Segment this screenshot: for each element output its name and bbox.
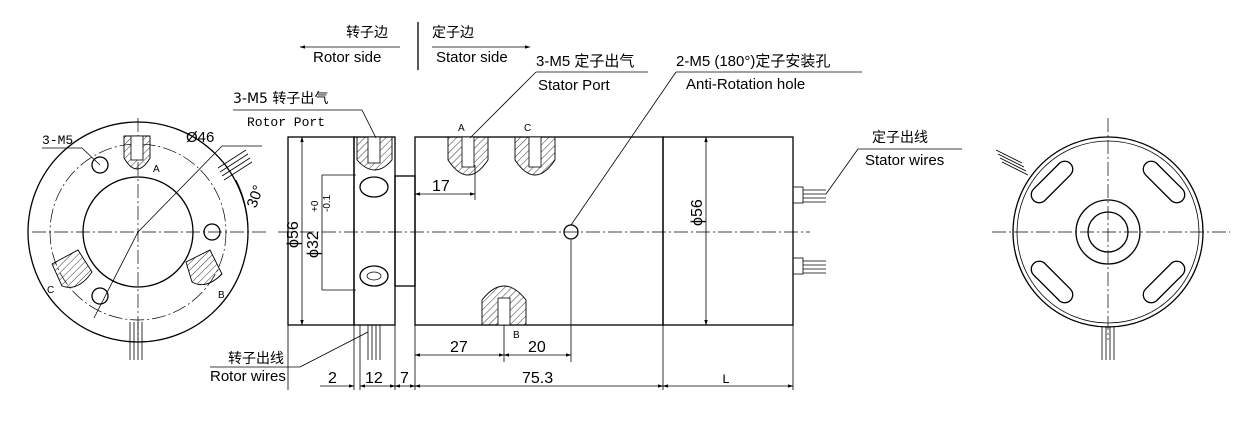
stator-port-en: Stator Port xyxy=(538,77,611,94)
rotor-side-cn: 转子边 xyxy=(346,25,388,41)
rear-view-outer xyxy=(1012,136,1204,328)
mount-hole-1 xyxy=(91,156,109,174)
rotor-side-en: Rotor side xyxy=(313,49,381,66)
stator-wires-side xyxy=(792,186,826,275)
stator-port-b-label: B xyxy=(513,330,520,341)
rotor-port-en: Rotor Port xyxy=(247,115,325,130)
rotor-wires-side xyxy=(367,325,381,360)
dim-75-3: 75.3 xyxy=(522,370,553,387)
angle-label: 30° xyxy=(244,183,268,210)
front-port-c xyxy=(51,249,93,288)
rotor-oval-hole xyxy=(359,265,389,287)
side-view: A C B ϕ56 ϕ32 xyxy=(210,53,962,390)
stator-wires-leader xyxy=(825,148,859,195)
mount-hole-3 xyxy=(91,287,109,305)
rotor-wire-bundle xyxy=(359,176,389,198)
rotor-wires-leader xyxy=(299,331,369,368)
rear-view-bore-outer xyxy=(1075,199,1141,265)
dim-dia56-left: ϕ56 xyxy=(285,221,302,248)
dim-dia32: ϕ32 xyxy=(305,231,322,258)
dim-7: 7 xyxy=(400,370,409,387)
dia46-label: Ø46 xyxy=(186,129,214,146)
dim-tol-upper: +0 xyxy=(310,200,321,212)
front-m5-label: 3-M5 xyxy=(42,133,73,148)
dim-dia56-right: ϕ56 xyxy=(689,199,706,226)
front-view-wires-right xyxy=(217,149,253,181)
front-port-b xyxy=(185,249,223,286)
rotor-port-cn: 3-M5 转子出气 xyxy=(233,91,328,107)
stator-wires-en: Stator wires xyxy=(865,152,944,169)
dim-20: 20 xyxy=(528,339,546,356)
cover-l xyxy=(662,136,794,326)
mount-hole-2 xyxy=(203,223,221,241)
rotor-wires-cn: 转子出线 xyxy=(228,351,284,367)
stator-port-leader xyxy=(469,71,537,139)
stator-port-a-label: A xyxy=(458,123,465,134)
rear-view-wires-top xyxy=(995,149,1029,176)
rear-view-bore-inner xyxy=(1087,211,1129,253)
rear-view-slots xyxy=(1030,160,1186,304)
stator-port-cn: 3-M5 定子出气 xyxy=(536,53,634,70)
dim-tol-lower: -0.1 xyxy=(322,194,333,212)
anti-rotation-en: Anti-Rotation hole xyxy=(686,76,805,93)
front-view-wires-bottom xyxy=(129,322,143,360)
rotor-port-leader xyxy=(361,109,377,139)
stator-port-c-label: C xyxy=(524,123,531,134)
rotor-wires-en: Rotor wires xyxy=(210,368,286,385)
stator-wires-cn: 定子出线 xyxy=(872,130,928,146)
front-view-bore xyxy=(82,176,194,288)
rear-view-wires-bottom xyxy=(1101,326,1115,360)
dim-l: L xyxy=(722,372,730,387)
dia46-leader xyxy=(137,145,223,233)
front-port-b-label: B xyxy=(218,290,225,301)
rotor-stator-gap xyxy=(394,175,416,287)
anti-rotation-leader xyxy=(570,71,677,226)
anti-rotation-cn: 2-M5 (180°)定子安装孔 xyxy=(676,53,830,70)
dim-17: 17 xyxy=(432,178,450,195)
angle-arc xyxy=(235,179,249,233)
front-port-a-label: A xyxy=(153,164,160,175)
front-view: A B C Ø46 3-M5 30° xyxy=(27,118,268,360)
dim-27: 27 xyxy=(450,339,468,356)
dim-2: 2 xyxy=(328,370,337,387)
stator-side-cn: 定子边 xyxy=(432,25,474,41)
side-indicator: 转子边 Rotor side 定子边 Stator side xyxy=(299,22,531,70)
rear-view xyxy=(992,118,1230,360)
dim-12: 12 xyxy=(365,370,383,387)
front-port-c-label: C xyxy=(47,285,54,296)
stator-side-en: Stator side xyxy=(436,49,508,66)
